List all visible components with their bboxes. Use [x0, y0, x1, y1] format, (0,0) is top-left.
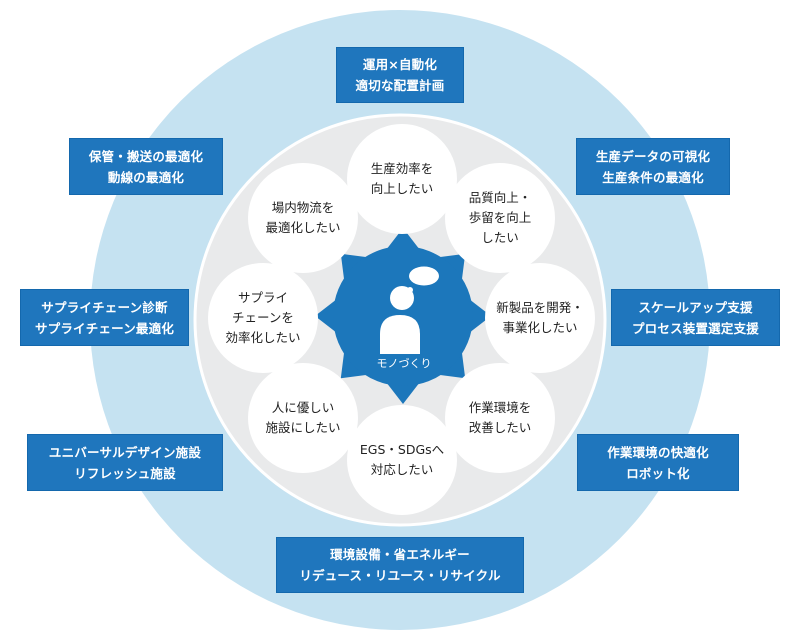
solution-line: プロセス装置選定支援 [631, 320, 759, 336]
need-bubble-2: 品質向上・ 歩留を向上 したい [445, 163, 555, 273]
solution-line: 生産データの可視化 [595, 148, 711, 164]
solution-box-1: 運用×自動化 適切な配置計画 [336, 47, 464, 103]
solution-line: 生産条件の最適化 [602, 169, 704, 185]
solution-box-8: 保管・搬送の最適化 動線の最適化 [69, 138, 223, 195]
need-line: 場内物流を [271, 200, 335, 215]
need-bubble-7: サプライ チェーンを 効率化したい [208, 263, 318, 373]
need-bubble-6: 人に優しい 施設にしたい [248, 363, 358, 473]
need-line: 効率化したい [225, 330, 301, 345]
solution-box-7: サプライチェーン診断 サプライチェーン最適化 [20, 289, 189, 346]
solution-line: スケールアップ支援 [638, 299, 753, 315]
need-bubble-3: 新製品を開発・ 事業化したい [485, 263, 595, 373]
need-line: EGS・SDGsへ [359, 442, 445, 457]
solution-line: ユニバーサルデザイン施設 [48, 444, 202, 460]
solution-line: 環境設備・省エネルギー [330, 547, 470, 562]
solution-box-3: スケールアップ支援 プロセス装置選定支援 [611, 289, 780, 346]
need-bubble-8: 場内物流を 最適化したい [248, 163, 358, 273]
hub [315, 228, 491, 404]
need-line: 作業環境を [468, 400, 532, 415]
need-line: 事業化したい [502, 320, 578, 335]
solution-line: 運用×自動化 [362, 57, 438, 72]
solution-line: ロボット化 [626, 465, 690, 481]
solution-line: 適切な配置計画 [355, 78, 445, 93]
need-line: 生産効率を [370, 161, 434, 176]
hub-label: モノづくり [376, 357, 432, 370]
solution-line: 動線の最適化 [107, 169, 185, 185]
need-line: 施設にしたい [265, 420, 341, 435]
need-line: 改善したい [468, 420, 532, 435]
need-line: 向上したい [370, 181, 434, 196]
need-line: 歩留を向上 [468, 210, 532, 225]
solution-box-4: 作業環境の快適化 ロボット化 [577, 434, 739, 491]
need-bubble-1: 生産効率を 向上したい [347, 124, 457, 234]
need-line: 新製品を開発・ [496, 300, 584, 315]
solution-line: 保管・搬送の最適化 [88, 148, 204, 164]
solution-line: リデュース・リユース・リサイクル [299, 568, 501, 583]
person-thinking-icon [380, 266, 439, 354]
solution-box-2: 生産データの可視化 生産条件の最適化 [576, 138, 730, 195]
need-line: 品質向上・ [468, 190, 532, 205]
need-line: サプライ [237, 290, 288, 305]
need-line: したい [481, 230, 519, 245]
need-bubble-4: 作業環境を 改善したい [445, 363, 555, 473]
solution-box-6: ユニバーサルデザイン施設 リフレッシュ施設 [27, 434, 223, 491]
solution-line: サプライチェーン最適化 [34, 320, 175, 336]
solution-line: リフレッシュ施設 [74, 465, 176, 481]
need-line: 人に優しい [271, 400, 335, 415]
need-line: チェーンを [232, 310, 294, 325]
need-line: 最適化したい [265, 220, 341, 235]
solution-line: 作業環境の快適化 [607, 444, 709, 460]
need-line: 対応したい [370, 462, 434, 477]
solution-box-5: 環境設備・省エネルギー リデュース・リユース・リサイクル [276, 537, 524, 593]
need-bubble-5: EGS・SDGsへ 対応したい [347, 405, 457, 515]
solution-line: サプライチェーン診断 [41, 299, 168, 315]
